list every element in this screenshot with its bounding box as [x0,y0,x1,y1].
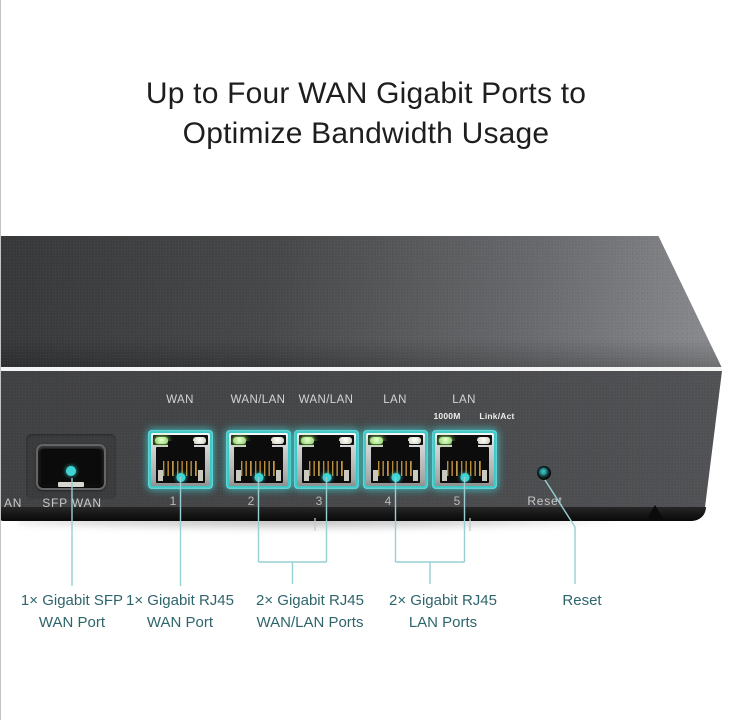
shadow-tick [314,518,316,531]
annotation-line: Reset [562,592,602,609]
speed-led-icon [301,437,314,444]
port-wall [413,470,418,481]
speed-led-icon [233,437,246,444]
rj45-port-4 [363,430,428,489]
reset-etch-label: Reset [527,494,563,508]
led-strip [368,435,423,445]
callout-dot [66,466,76,476]
annotation-wan-lan-ports: 2× Gigabit RJ45 WAN/LAN Ports [256,590,364,634]
port-pins [446,461,483,476]
port-tab-slot [167,441,194,449]
port-number-2: 2 [247,494,255,508]
port-wall [344,470,349,481]
sfp-cavity [41,449,101,487]
port-tab-slot [313,441,340,449]
reset-hole [537,466,551,480]
port-frame [366,433,425,486]
port-label-lan: LAN [452,394,476,406]
speed-led-icon [439,437,452,444]
link-led-icon [271,437,284,444]
port-number-5: 5 [453,494,461,508]
port-frame [151,433,210,486]
annotation-rj45-wan-port: 1× Gigabit RJ45 WAN Port [126,590,234,634]
router-bottom-edge [0,507,706,521]
port-number-3: 3 [315,494,323,508]
rj45-port-3 [294,430,359,489]
port-tab-slot [245,441,272,449]
router-edge-highlight [0,367,722,371]
edge-partial-label: AN [4,496,23,510]
headline-line-1: Up to Four WAN Gigabit Ports to [145,77,587,110]
port-tab-slot [451,441,478,449]
port-number-4: 4 [384,494,392,508]
router-top-face [0,236,722,368]
port-wall [158,470,163,481]
port-cavity [234,441,283,483]
port-wall [482,470,487,481]
port-wall [304,470,309,481]
speed-led-icon [155,437,168,444]
led-strip [231,435,286,445]
port-label-wan-lan: WAN/LAN [230,394,286,406]
port-wall [236,470,241,481]
link-led-icon [193,437,206,444]
annotation-line: WAN Port [38,614,106,631]
sfp-port [36,444,106,490]
port-wall [198,470,203,481]
port-label-wan-lan: WAN/LAN [298,394,354,406]
link-led-icon [408,437,421,444]
annotation-line: WAN Port [146,614,214,631]
port-tab-slot [382,441,409,449]
shadow-tick [469,518,471,531]
annotation-sfp-wan-port: 1× Gigabit SFP WAN Port [21,590,123,634]
port-wall [276,470,281,481]
annotation-lan-ports: 2× Gigabit RJ45 LAN Ports [389,590,497,634]
annotation-line: 2× Gigabit RJ45 [389,592,497,609]
led-strip [299,435,354,445]
led-strip [437,435,492,445]
port-pins [308,461,345,476]
port-number-1: 1 [169,494,177,508]
led-header-linkact: Link/Act [479,411,515,421]
headline-line-2: Optimize Bandwidth Usage [182,117,550,150]
port-wall [373,470,378,481]
port-cavity [156,441,205,483]
annotation-line: WAN/LAN Ports [256,614,364,631]
port-label-lan: LAN [383,394,407,406]
port-pins [162,461,199,476]
headline: Up to Four WAN Gigabit Ports to Optimize… [0,74,732,154]
router-front-face [0,371,722,510]
sfp-latch [58,482,84,487]
port-pins [240,461,277,476]
led-header-1000m: 1000M [433,411,461,421]
link-led-icon [477,437,490,444]
led-strip [153,435,208,445]
speed-led-icon [370,437,383,444]
port-wall [442,470,447,481]
annotation-reset: Reset [562,590,601,612]
port-pins [377,461,414,476]
port-label-wan: WAN [166,394,194,406]
link-led-icon [339,437,352,444]
annotation-line: LAN Ports [408,614,478,631]
port-frame [297,433,356,486]
annotation-line: 1× Gigabit RJ45 [126,592,234,609]
annotation-line: 2× Gigabit RJ45 [256,592,364,609]
annotation-line: 1× Gigabit SFP [20,592,124,609]
